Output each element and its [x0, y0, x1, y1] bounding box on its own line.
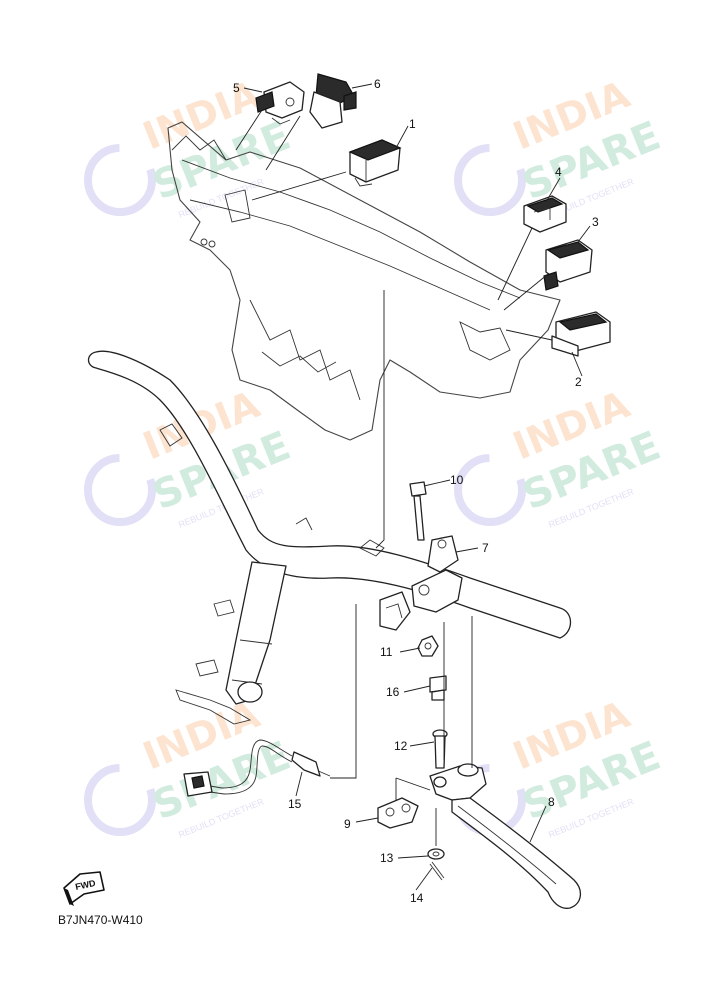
callout-3: 3 — [592, 215, 599, 229]
watermark-logo-icon — [84, 144, 156, 216]
switch-part-4[interactable] — [523, 195, 567, 233]
callout-12: 12 — [394, 739, 408, 753]
switch-part-3[interactable] — [543, 239, 593, 291]
watermark-logo-icon — [84, 454, 156, 526]
holder-part-9[interactable] — [377, 797, 419, 829]
switch-part-1[interactable] — [348, 139, 402, 187]
callouts: 1 2 3 4 5 6 7 8 9 10 11 12 13 14 15 16 — [233, 77, 599, 905]
drawing-code: B7JN470-W410 — [58, 913, 143, 927]
pivot-bolt-part-12[interactable] — [432, 729, 448, 769]
brake-lever-part-8[interactable] — [429, 763, 581, 909]
callout-5: 5 — [233, 81, 240, 95]
switch-part-2[interactable] — [551, 311, 611, 357]
watermark: INDIA SPARE REBUILD TOGETHER — [454, 72, 667, 220]
leader-lines — [235, 83, 591, 891]
watermark-logo-icon — [454, 144, 526, 216]
callout-10: 10 — [450, 473, 464, 487]
watermark: INDIA SPARE REBUILD TOGETHER — [84, 382, 297, 530]
watermark-layer: INDIA SPARE REBUILD TOGETHER INDIA SPARE… — [84, 72, 667, 840]
callout-9: 9 — [344, 817, 351, 831]
callout-14: 14 — [410, 891, 424, 905]
switch-part-5[interactable] — [255, 81, 305, 125]
fwd-label: FWD — [74, 878, 97, 892]
switch-part-6[interactable] — [309, 73, 357, 129]
nut-part-11[interactable] — [417, 635, 439, 657]
washer-part-13[interactable] — [427, 848, 445, 860]
handlebar-cover-outline — [167, 121, 561, 441]
handlebar — [87, 350, 572, 725]
callout-2: 2 — [575, 375, 582, 389]
screw-part-16[interactable] — [429, 675, 447, 701]
watermark-logo-icon — [84, 764, 156, 836]
callout-1: 1 — [409, 117, 416, 131]
watermark: INDIA SPARE REBUILD TOGETHER — [454, 382, 667, 530]
callout-6: 6 — [374, 77, 381, 91]
bolt-part-10[interactable] — [409, 481, 427, 541]
switch-cable-part-15[interactable] — [183, 739, 331, 797]
callout-8: 8 — [548, 795, 555, 809]
callout-16: 16 — [386, 685, 400, 699]
callout-13: 13 — [380, 851, 394, 865]
fwd-arrow-icon: FWD — [63, 871, 105, 906]
callout-4: 4 — [555, 165, 562, 179]
lever-bracket-part-7[interactable] — [379, 535, 463, 631]
callout-15: 15 — [288, 797, 302, 811]
watermark-logo-icon — [454, 454, 526, 526]
callout-7: 7 — [482, 541, 489, 555]
watermark: INDIA SPARE REBUILD TOGETHER — [84, 692, 297, 840]
cotter-pin-part-14[interactable] — [429, 861, 445, 881]
callout-11: 11 — [380, 645, 393, 659]
